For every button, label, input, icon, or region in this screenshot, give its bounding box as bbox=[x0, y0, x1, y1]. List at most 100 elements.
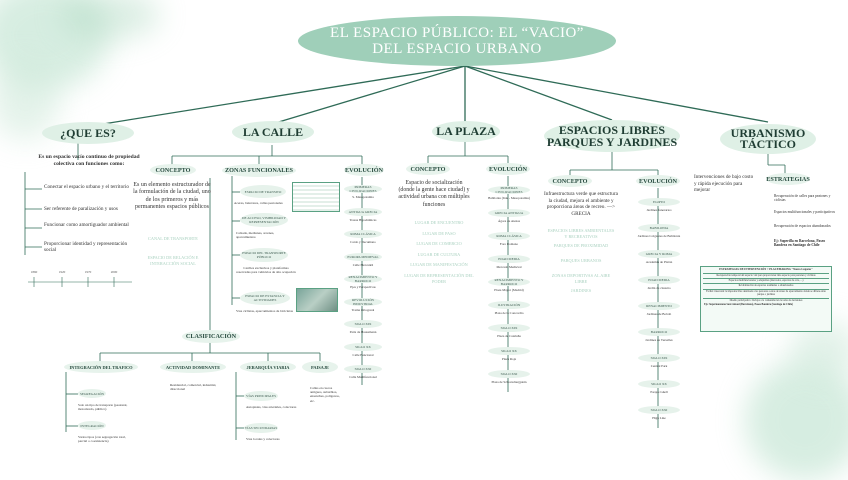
evolucion-period: SIGLO XIX bbox=[488, 324, 530, 332]
evolucion-period: EDAD MEDIA bbox=[488, 255, 530, 263]
evolucion-period: EUROPA MEDIEVAL bbox=[344, 252, 382, 261]
placemaking-item: Recuperación temporal del espacio vial p… bbox=[703, 272, 829, 277]
evolucion-example: Babilonia (Irak - Mesopotamia) bbox=[488, 196, 530, 200]
actividad-text: Residencial, comercial, industrial, dire… bbox=[170, 383, 217, 392]
clasificacion-integracion-text: INTEGRACIÓN DEL TRAFICO bbox=[69, 364, 133, 370]
evolucion-example: Jardines de Versalles bbox=[645, 338, 673, 342]
evolucion-example: Foro Romano bbox=[499, 242, 519, 246]
evolucion-period: GRECIA ANTIGUA bbox=[488, 209, 530, 217]
clasificacion-jerarquia: JERARQUÍA VIARIA bbox=[240, 361, 296, 373]
evolucion-period: EGIPTO bbox=[638, 198, 680, 206]
zonas-funcionales-text: ZONAS FUNCIONALES bbox=[225, 167, 293, 174]
calle-concepto-faded: CANAL DE TRANSPORTE bbox=[148, 236, 198, 241]
zona-item: ESPACIO DE ESTANCIA Y ACTIVIDADES bbox=[240, 291, 290, 305]
espacios-libres-line2: PARQUES Y JARDINES bbox=[546, 135, 678, 149]
function-item: Ser referente de paralización y usos bbox=[44, 206, 118, 212]
espacios-concepto-text: CONCEPTO bbox=[552, 177, 588, 185]
evolucion-example: High Line bbox=[652, 416, 666, 420]
zona-item: ESPACIO DEL TRANSPORTE PÚBLICO bbox=[240, 248, 288, 262]
plaza-evolucion-text: EVOLUCIÓN bbox=[488, 165, 528, 173]
evolucion-period: PRIMERAS CIVILIZACIONES bbox=[344, 185, 382, 193]
la-plaza-heading-text: LA PLAZA bbox=[436, 124, 496, 138]
evolucion-period: BABILONIA bbox=[638, 224, 680, 232]
zona-text: Aceras, bulevares, calles peatonales bbox=[234, 201, 283, 205]
evolucion-example: Jardín de claustro bbox=[647, 286, 671, 290]
evolucion-example: Parque Güell bbox=[650, 390, 668, 394]
evolucion-period: SIGLO XX bbox=[488, 347, 530, 355]
timeline-label: 1920 bbox=[58, 270, 66, 274]
evolucion-period: ROMA CLÁSICA bbox=[488, 232, 530, 240]
clasificacion-paisaje-text: PAISAJE bbox=[311, 364, 329, 370]
urbanismo-intro: Intervenciones de bajo costo y rápida ej… bbox=[694, 174, 754, 194]
concepto-faded-item: LUGAR DE PASO bbox=[422, 230, 456, 236]
placemaking-item: Espacios multifuncionales y adaptables (… bbox=[703, 278, 829, 282]
estrategia-item: Recuperación de espacios abandonados bbox=[774, 224, 831, 228]
espacios-libres-heading: ESPACIOS LIBRES PARQUES Y JARDINES bbox=[544, 120, 680, 152]
paisaje-text: Calles en cascos antiguos, suburbios, en… bbox=[310, 386, 340, 403]
espacios-evolucion-label: EVOLUCIÓN bbox=[636, 175, 680, 187]
espacios-evolucion-text: EVOLUCIÓN bbox=[638, 177, 678, 185]
placemaking-item: Revitalización de espacios residuales o … bbox=[703, 283, 829, 287]
timeline-label: 1860 bbox=[30, 270, 38, 274]
evolucion-example: Mercado Medieval bbox=[496, 265, 522, 269]
estrategias-label: ESTRATEGIAS bbox=[766, 173, 810, 185]
estrategia-item: Recuperación de calles para peatones y c… bbox=[774, 194, 831, 203]
la-calle-heading: LA CALLE bbox=[232, 121, 314, 143]
clasificacion-paisaje: PAISAJE bbox=[302, 361, 338, 373]
evolucion-period: PRIMERAS CIVILIZACIONES bbox=[488, 186, 530, 194]
estrategias-text: ESTRATEGIAS bbox=[766, 175, 810, 183]
clasificacion-integracion: INTEGRACIÓN DEL TRAFICO bbox=[64, 361, 138, 373]
evolucion-example: Plaza Roja bbox=[501, 357, 517, 361]
calle-concepto-label: CONCEPTO bbox=[150, 164, 196, 176]
evolucion-example: Plaza de Cataluña bbox=[497, 334, 521, 338]
evolucion-period: REVOLUCIÓN INDUSTRIAL bbox=[344, 297, 382, 306]
function-item: Funcionar como amortiguador ambiental bbox=[44, 222, 129, 228]
evolucion-period: GRECIA Y ROMA bbox=[638, 250, 680, 258]
evolucion-period: ROMA CLÁSICA bbox=[344, 230, 382, 238]
evolucion-example: Academia de Platón bbox=[645, 260, 673, 264]
evolucion-example: Cardo y Decumano bbox=[350, 240, 376, 244]
clasificacion-text: CLASIFICACIÓN bbox=[185, 333, 237, 340]
evolucion-period: EDAD MEDIA bbox=[638, 276, 680, 284]
zona-item: DE ACCESO, VISIBILIDAD Y REPRESENTACIÓN bbox=[240, 213, 288, 227]
evolucion-example: Jardines funerarios bbox=[646, 208, 672, 212]
calle-evolucion-text: EVOLUCIÓN bbox=[344, 166, 384, 174]
zona-text: Vías ciclistas, aparcamientos de bicicle… bbox=[236, 309, 293, 313]
evolucion-example: Trama Ortogonal bbox=[351, 307, 375, 312]
urbanismo-line1: URBANISMO bbox=[730, 126, 806, 140]
evolucion-example: Plaza de la Concordia bbox=[494, 311, 524, 315]
segregacion-item: SEGREGACIÓN bbox=[78, 389, 106, 398]
evolucion-period: SIGLO XIX bbox=[344, 320, 382, 328]
photo-image bbox=[296, 288, 338, 312]
evolucion-period: SIGLO XIX bbox=[638, 354, 680, 362]
evolucion-period: RENACIMIENTO Y BARROCO bbox=[344, 275, 382, 283]
zona-text: Carriles exclusivos y plataformas reserv… bbox=[236, 266, 296, 275]
vias-principales-text: Autopistas, vías arteriales, colectoras bbox=[246, 405, 297, 409]
main-title-line1: EL ESPACIO PÚBLICO: EL “VACIO” bbox=[330, 25, 584, 41]
vias-secundarias-text: Vías locales y colectoras bbox=[246, 437, 280, 441]
zona-item: ESPACIO DE TRANSITO bbox=[240, 185, 286, 198]
placemaking-box: ESTRATEGIAS DE INTERVENCIÓN > PLACEMAKIN… bbox=[700, 266, 832, 332]
evolucion-period: ANTIGUA GRECIA bbox=[344, 207, 382, 216]
placemaking-item: Fachal: intervenir la impronta libre des… bbox=[703, 288, 829, 297]
evolucion-example: Calle Funcional bbox=[352, 352, 374, 357]
vias-principales-item: VÍAS PRINCIPALES bbox=[244, 391, 278, 401]
watercolor-wash bbox=[745, 360, 848, 480]
function-item: Conectar el espacio urbano y el territor… bbox=[44, 184, 129, 190]
evolucion-example: Jardines Colgantes de Babilonia bbox=[637, 234, 681, 238]
evolucion-example: París de Haussmann bbox=[349, 330, 377, 334]
table-image bbox=[292, 182, 340, 212]
plaza-evolucion-label: EVOLUCIÓN bbox=[486, 163, 530, 175]
timeline-label: 2000 bbox=[110, 270, 118, 274]
placemaking-title: ESTRATEGIAS DE INTERVENCIÓN > PLACEMAKIN… bbox=[719, 268, 813, 271]
urbanismo-tactico-heading: URBANISMO TÁCTICO bbox=[720, 124, 816, 154]
clasificacion-actividad: ACTIVIDAD DOMINANTE bbox=[160, 361, 226, 373]
que-es-heading-text: ¿QUE ES? bbox=[60, 125, 116, 140]
evolucion-example: S. Mesopotamia bbox=[352, 195, 374, 199]
evolucion-period: SIGLO XXI bbox=[488, 370, 530, 378]
la-calle-heading-text: LA CALLE bbox=[242, 124, 304, 139]
calle-evolucion-label: EVOLUCIÓN bbox=[344, 164, 384, 176]
evolucion-example: Trazas Hipodámicas bbox=[349, 217, 377, 222]
evolucion-period: SIGLO XXI bbox=[344, 365, 382, 373]
clasificacion-actividad-text: ACTIVIDAD DOMINANTE bbox=[165, 364, 221, 370]
